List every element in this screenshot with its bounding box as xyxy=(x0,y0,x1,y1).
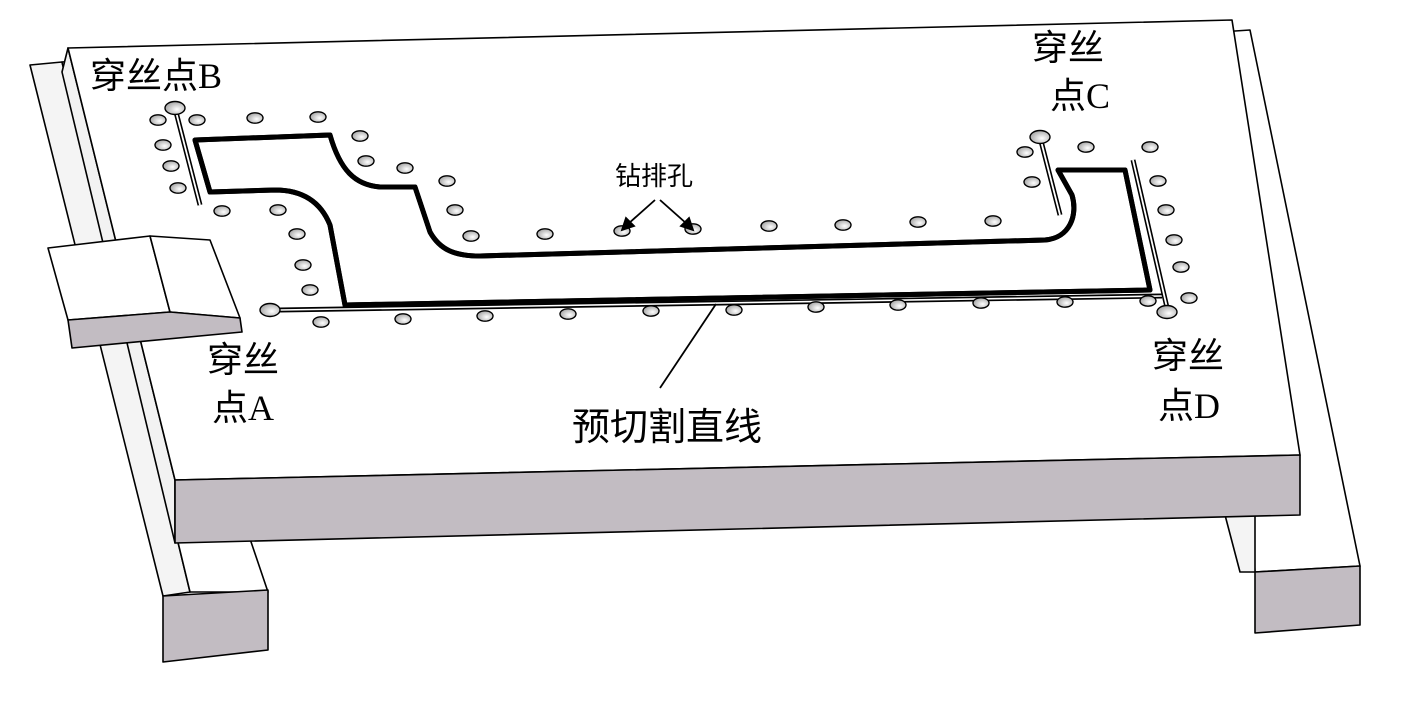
drill-hole xyxy=(972,297,990,309)
drill-hole xyxy=(536,228,554,240)
drill-hole xyxy=(446,204,464,216)
drill-hole xyxy=(269,204,287,216)
drill-hole xyxy=(476,310,494,322)
drill-hole xyxy=(396,162,414,174)
drill-hole xyxy=(438,175,456,187)
label-drill-holes: 钻排孔 xyxy=(615,162,693,191)
drill-hole xyxy=(1029,129,1051,145)
precut-straight-line xyxy=(279,293,1163,313)
drill-hole xyxy=(1149,175,1167,187)
label-point-c-line2: 点C xyxy=(1050,76,1110,116)
drill-hole xyxy=(1180,292,1198,304)
drill-hole xyxy=(559,308,577,320)
label-point-a-line2: 点A xyxy=(212,388,274,428)
drill-holes xyxy=(149,100,1198,328)
drill-hole xyxy=(162,160,180,172)
drill-hole xyxy=(357,155,375,167)
workpiece-plate xyxy=(61,19,1301,544)
label-point-a-line1: 穿丝 xyxy=(207,340,279,380)
drill-hole xyxy=(149,114,167,126)
drill-hole xyxy=(394,313,412,325)
drill-hole xyxy=(259,302,281,318)
label-point-d-line2: 点D xyxy=(1158,386,1220,426)
label-point-b: 穿丝点B xyxy=(90,56,222,96)
drill-hole-arrows xyxy=(620,199,695,232)
drill-hole xyxy=(351,130,369,142)
drill-hole xyxy=(909,216,927,228)
drill-hole xyxy=(1023,176,1041,188)
drill-hole xyxy=(246,112,264,124)
drill-hole xyxy=(301,284,319,296)
drill-hole xyxy=(889,299,907,311)
drill-hole xyxy=(1156,304,1178,320)
drill-hole xyxy=(164,100,186,116)
clamp-block xyxy=(47,235,243,349)
drill-hole xyxy=(1157,204,1175,216)
drill-hole xyxy=(169,182,187,194)
drill-hole xyxy=(1141,141,1159,153)
drill-hole xyxy=(642,305,660,317)
drill-hole xyxy=(462,230,480,242)
drill-hole xyxy=(294,259,312,271)
drill-hole xyxy=(984,215,1002,227)
drill-hole xyxy=(188,114,206,126)
drill-hole xyxy=(154,139,172,151)
drill-hole xyxy=(213,205,231,217)
drill-hole xyxy=(834,219,852,231)
drill-hole xyxy=(1016,146,1034,158)
drill-hole xyxy=(725,304,743,316)
drill-hole xyxy=(807,301,825,313)
drill-hole xyxy=(309,111,327,123)
precut-leader-line xyxy=(659,303,717,389)
drill-hole xyxy=(1139,295,1157,307)
label-point-c-line1: 穿丝 xyxy=(1032,28,1104,68)
threading-slits xyxy=(172,107,1171,313)
drill-hole xyxy=(1172,261,1190,273)
cut-contour xyxy=(192,132,1153,308)
label-precut-line: 预切割直线 xyxy=(572,407,762,449)
drill-hole xyxy=(1077,141,1095,153)
drill-hole xyxy=(760,220,778,232)
drill-hole xyxy=(312,316,330,328)
drill-hole xyxy=(1056,296,1074,308)
drill-hole xyxy=(1165,234,1183,246)
label-point-d-line1: 穿丝 xyxy=(1152,336,1224,376)
drill-hole xyxy=(288,228,306,240)
